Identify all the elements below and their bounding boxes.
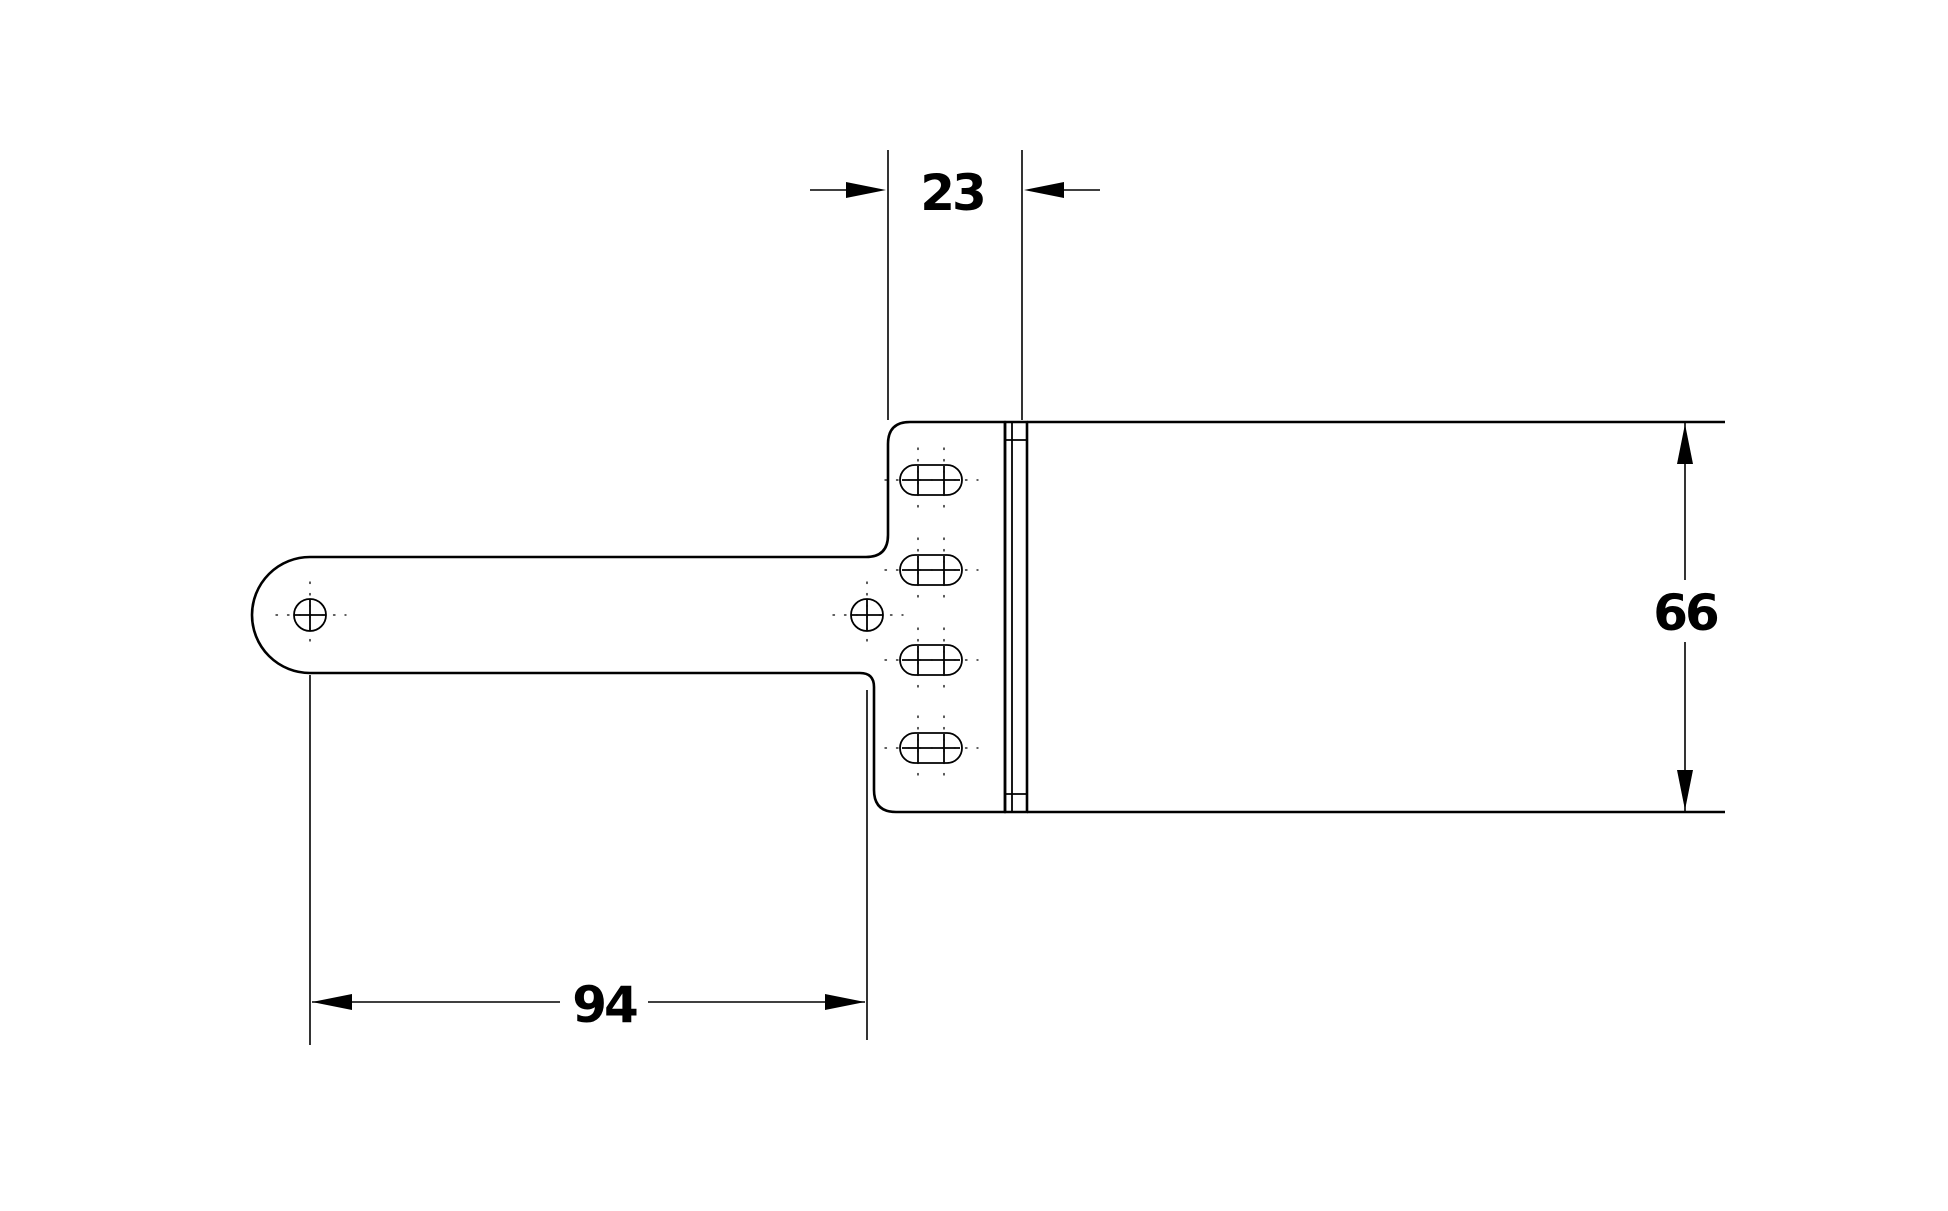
- slot-hole-4: [884, 715, 979, 781]
- dimension-length-bottom: 94: [309, 675, 868, 1045]
- dimension-label-23: 23: [920, 164, 984, 222]
- dimension-label-66: 66: [1653, 584, 1718, 642]
- hinge-leaf-outline: [250, 420, 1007, 814]
- slot-hole-3: [884, 627, 979, 693]
- hinge-knuckle: [1003, 420, 1029, 814]
- dimension-label-94: 94: [572, 976, 637, 1034]
- dimension-width-top: 23: [810, 150, 1100, 420]
- second-leaf-outline: [1027, 420, 1725, 814]
- round-hole-right: [832, 581, 904, 649]
- round-hole-left: [275, 581, 347, 649]
- slot-hole-2: [884, 537, 979, 603]
- dimension-height-right: 66: [1650, 422, 1721, 812]
- slot-hole-1: [884, 447, 979, 513]
